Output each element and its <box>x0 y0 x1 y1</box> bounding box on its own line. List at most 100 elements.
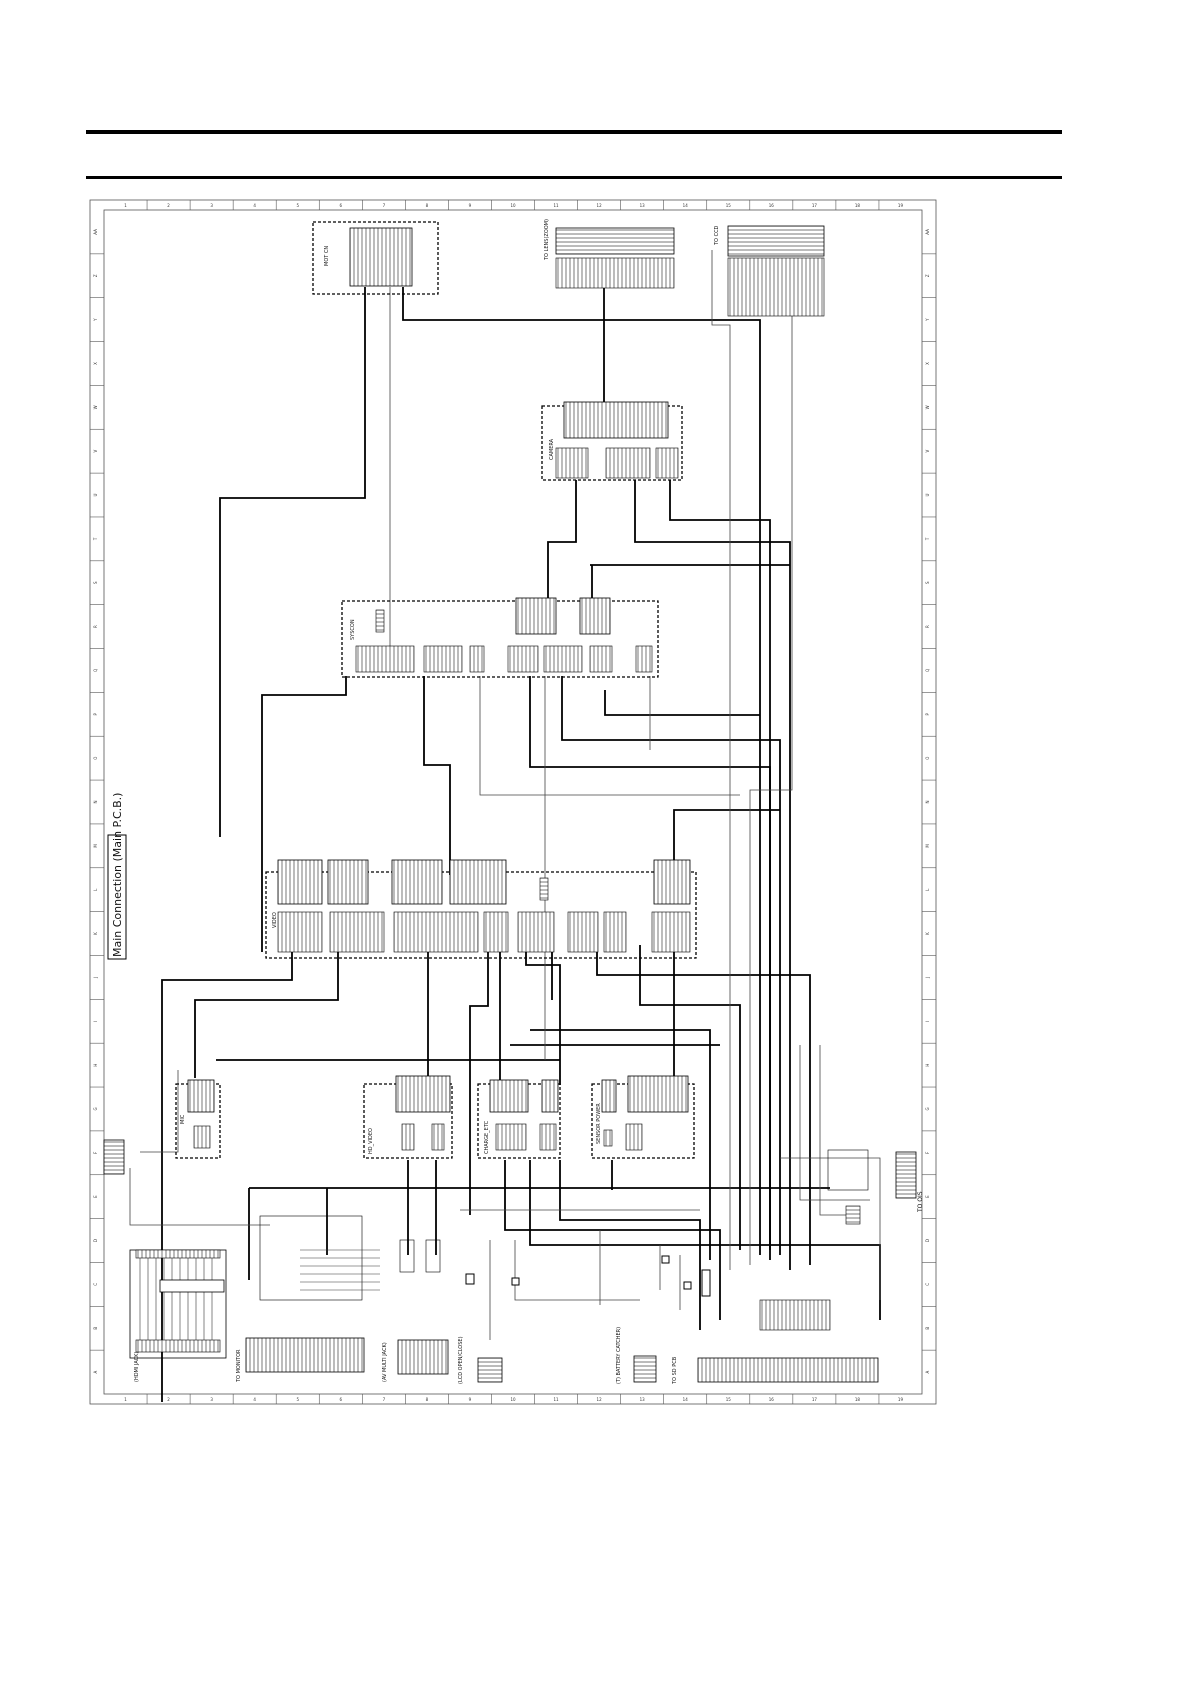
row-ref: T <box>93 537 98 541</box>
column-ref: 18 <box>855 1397 861 1402</box>
column-ref: 13 <box>640 1397 646 1402</box>
row-ref: A <box>93 1370 98 1373</box>
column-ref: 14 <box>683 203 689 208</box>
row-ref: N <box>93 801 98 804</box>
row-ref: B <box>925 1327 930 1330</box>
block-camera: CAMERA <box>541 401 683 481</box>
row-ref: O <box>93 757 98 760</box>
block-lcd-open-close: (LCD OPEN/CLOSE) <box>458 1336 503 1384</box>
row-ref: Z <box>93 274 98 277</box>
row-ref: E <box>93 1195 98 1198</box>
row-ref: H <box>93 1064 98 1067</box>
column-ref: 15 <box>726 203 732 208</box>
column-ref: 15 <box>726 1397 732 1402</box>
column-ref: 12 <box>597 1397 603 1402</box>
syscon-label: SYSCON <box>350 619 356 640</box>
column-ref: 10 <box>510 1397 516 1402</box>
av-multi-jack-label: (AV MULTI JACK) <box>382 1342 388 1382</box>
to-sd-pcb-label: TO SD PCB <box>672 1356 678 1385</box>
row-ref: W <box>925 405 930 409</box>
row-ref: E <box>925 1195 930 1198</box>
mic-label: MIC <box>180 1114 186 1124</box>
column-ref: 3 <box>210 1397 213 1402</box>
row-ref: M <box>93 844 98 848</box>
row-ref: L <box>93 888 98 891</box>
row-ref: G <box>93 1107 98 1110</box>
column-ref: 1 <box>124 1397 127 1402</box>
column-ref: 6 <box>340 203 343 208</box>
row-ref: B <box>93 1327 98 1330</box>
block-mot-cn: MOT CN <box>312 221 439 295</box>
column-ref: 10 <box>510 203 516 208</box>
row-ref: V <box>925 450 930 453</box>
battery-catcher-label: (T) BATTERY CATCHER) <box>616 1327 622 1384</box>
column-ref: 19 <box>898 203 904 208</box>
column-ref: 11 <box>554 203 560 208</box>
row-ref: Y <box>93 318 98 322</box>
mot-cn-label: MOT CN <box>324 246 330 266</box>
charge-etc-label: CHARGE_ETC <box>484 1120 490 1154</box>
column-ref: 18 <box>855 203 861 208</box>
row-ref: C <box>93 1283 98 1286</box>
block-to-ccd: TO CCD <box>714 225 825 317</box>
row-ref: O <box>925 757 930 760</box>
row-ref: C <box>925 1283 930 1286</box>
small-components <box>465 1255 711 1297</box>
row-ref: M <box>925 844 930 848</box>
row-ref: U <box>93 494 98 497</box>
block-av-multi-jack: (AV MULTI JACK) <box>382 1239 449 1382</box>
column-ref: 12 <box>597 203 603 208</box>
page-title-box: Main Connection (Main P.C.B.) <box>107 793 127 960</box>
header-rule-bottom <box>86 176 1062 179</box>
wire-bundle-thin <box>129 250 881 1340</box>
row-ref: AA <box>93 229 98 235</box>
to-ccd-label: TO CCD <box>714 225 720 246</box>
wire-bundle-thick <box>161 287 881 1402</box>
row-ref: D <box>93 1239 98 1242</box>
row-ref: V <box>93 450 98 453</box>
page-title: Main Connection (Main P.C.B.) <box>111 793 124 957</box>
camera-label: CAMERA <box>549 438 555 460</box>
row-ref: N <box>925 801 930 804</box>
hdmi-jack-label: (HDMI JACK) <box>134 1352 140 1382</box>
column-ref: 16 <box>769 1397 775 1402</box>
column-ref: 4 <box>253 203 256 208</box>
row-ref: S <box>93 581 98 584</box>
column-ref: 7 <box>383 203 386 208</box>
drawing-frame <box>89 199 937 1405</box>
block-to-ois: TO OIS <box>827 1149 924 1225</box>
row-ref: L <box>925 888 930 891</box>
block-hd-video: HD_VIDEO <box>363 1075 453 1159</box>
column-ref: 4 <box>253 1397 256 1402</box>
row-ref: Q <box>93 669 98 672</box>
sensor-power-label: SENSOR POWER <box>596 1103 602 1144</box>
column-ref: 17 <box>812 203 818 208</box>
column-ref: 5 <box>296 1397 299 1402</box>
column-ref: 19 <box>898 1397 904 1402</box>
column-ref: 7 <box>383 1397 386 1402</box>
column-ref: 17 <box>812 1397 818 1402</box>
row-ref: F <box>925 1151 930 1154</box>
row-ref: U <box>925 494 930 497</box>
block-to-monitor: TO MONITOR <box>236 1215 380 1383</box>
header-rule-top <box>86 130 1062 134</box>
column-ref: 8 <box>426 203 429 208</box>
block-battery-catcher: (T) BATTERY CATCHER) <box>616 1327 657 1384</box>
block-video: VIDEO <box>265 859 697 959</box>
column-ref: 2 <box>167 1397 170 1402</box>
column-ref: 8 <box>426 1397 429 1402</box>
row-ref: F <box>93 1151 98 1154</box>
row-ref: Y <box>925 318 930 322</box>
row-ref: W <box>93 405 98 409</box>
column-ref: 16 <box>769 203 775 208</box>
row-ref: R <box>93 625 98 628</box>
hd-video-label: HD_VIDEO <box>368 1128 374 1154</box>
column-ref: 2 <box>167 203 170 208</box>
row-ref: I <box>93 1021 98 1022</box>
row-ref: K <box>93 932 98 935</box>
column-ref: 9 <box>469 1397 472 1402</box>
